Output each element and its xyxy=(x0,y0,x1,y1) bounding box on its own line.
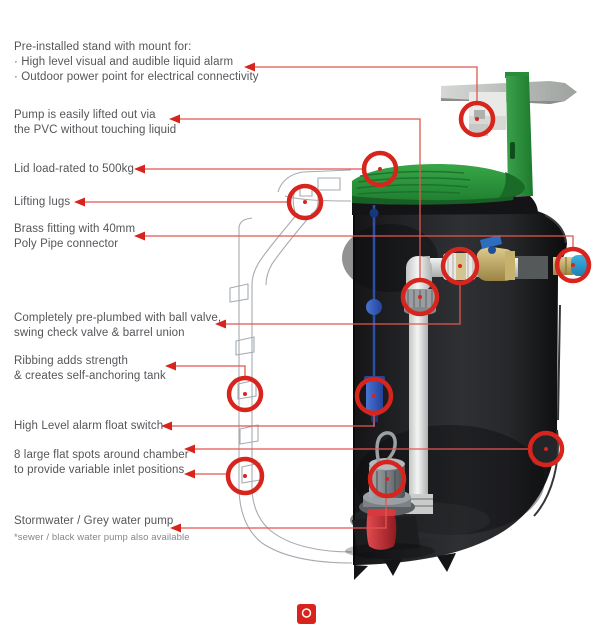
wall-pipe xyxy=(512,256,548,279)
arrow-icon xyxy=(215,319,226,329)
label-line: Pre-installed stand with mount for: xyxy=(14,41,192,53)
label-lid: Lid load-rated to 500kg xyxy=(14,162,134,177)
wireframe-outline xyxy=(229,169,353,564)
leader-pump xyxy=(181,497,387,529)
leader-brass-fitting xyxy=(145,235,574,248)
arrow-icon xyxy=(74,197,85,207)
callout-flat-spot-left xyxy=(225,456,265,496)
label-brass-fitting: Brass fitting with 40mm Poly Pipe connec… xyxy=(14,222,135,252)
callout-center-dots xyxy=(243,117,575,481)
rib-outline xyxy=(235,336,255,356)
leader-pump-lift xyxy=(180,118,421,279)
label-line: Lifting lugs xyxy=(14,196,71,208)
arrow-icon xyxy=(161,421,172,431)
label-ribbing: Ribbing adds strength & creates self-anc… xyxy=(14,354,166,384)
label-line: the PVC without touching liquid xyxy=(14,124,177,136)
rib-outline xyxy=(237,379,257,400)
label-pre-plumbed: Completely pre-plumbed with ball valve, … xyxy=(14,311,221,341)
label-line: Brass fitting with 40mm xyxy=(14,223,136,235)
label-line: swing check valve & barrel union xyxy=(14,327,185,339)
label-lifting-lugs: Lifting lugs xyxy=(14,195,70,210)
leader-float-switch xyxy=(172,414,375,427)
label-line: Pump is easily lifted out via xyxy=(14,109,156,121)
callout-stormwater-pump xyxy=(367,459,407,499)
arrow-icon xyxy=(244,62,255,72)
label-line: High Level alarm float switch xyxy=(14,420,164,432)
float-body xyxy=(366,380,383,416)
arrow-icon xyxy=(169,114,180,124)
leader-stand xyxy=(255,66,478,102)
leader-ribbing xyxy=(176,365,246,377)
arrow-icon xyxy=(134,164,145,174)
label-line: Lid load-rated to 500kg xyxy=(14,163,134,175)
arrow-icon xyxy=(165,361,176,371)
arrow-icon xyxy=(184,469,195,479)
arrow-icon xyxy=(134,231,145,241)
label-line: 8 large flat spots around chamber xyxy=(14,449,189,461)
brand-mark-icon xyxy=(297,604,316,624)
leader-arrows xyxy=(74,62,255,533)
leader-pre-plumbed xyxy=(226,284,461,325)
label-footnote: *sewer / black water pump also available xyxy=(14,532,190,543)
rib-outline xyxy=(239,424,259,445)
ball-valve xyxy=(476,235,515,281)
callout-flat-spot-right xyxy=(527,430,565,468)
label-line: Completely pre-plumbed with ball valve, xyxy=(14,312,222,324)
poly-pipe-cap xyxy=(571,255,589,276)
callout-stand-power-point xyxy=(458,100,496,138)
callout-ribbing xyxy=(226,375,264,413)
label-line: Ribbing adds strength xyxy=(14,355,128,367)
label-line: Stormwater / Grey water pump xyxy=(14,515,174,527)
pump-red-housing xyxy=(366,512,397,550)
rib-outline xyxy=(229,283,249,303)
arrow-icon xyxy=(184,444,195,454)
pump xyxy=(345,431,435,559)
label-line: · Outdoor power point for electrical con… xyxy=(14,71,259,83)
stand-post xyxy=(505,72,533,196)
label-line: to provide variable inlet positions xyxy=(14,464,185,476)
valve-handle xyxy=(480,235,502,249)
label-line: Poly Pipe connector xyxy=(14,238,119,250)
label-float-switch: High Level alarm float switch xyxy=(14,419,163,434)
callout-brass-poly-pipe-fitting xyxy=(554,246,592,284)
callout-circles xyxy=(225,100,592,499)
leader-lines xyxy=(85,66,574,529)
float-cable-weight xyxy=(366,299,382,315)
callout-barrel-union-ball-valve xyxy=(440,246,480,286)
label-pump-lift: Pump is easily lifted out via the PVC wi… xyxy=(14,108,176,138)
callout-lid xyxy=(361,150,399,188)
callout-pvc-lift-pipe xyxy=(400,277,440,317)
label-flat-spots: 8 large flat spots around chamber to pro… xyxy=(14,448,189,478)
label-stand: Pre-installed stand with mount for: · Hi… xyxy=(14,40,259,85)
pvc-riser xyxy=(409,312,428,500)
label-line: & creates self-anchoring tank xyxy=(14,370,166,382)
arrow-icon xyxy=(170,523,181,533)
callout-high-level-float-switch xyxy=(354,376,394,416)
label-line: · High level visual and audible liquid a… xyxy=(14,56,234,68)
callout-lifting-lug xyxy=(286,183,324,221)
pump-handle xyxy=(375,431,397,465)
label-pump: Stormwater / Grey water pump *sewer / bl… xyxy=(14,514,190,544)
